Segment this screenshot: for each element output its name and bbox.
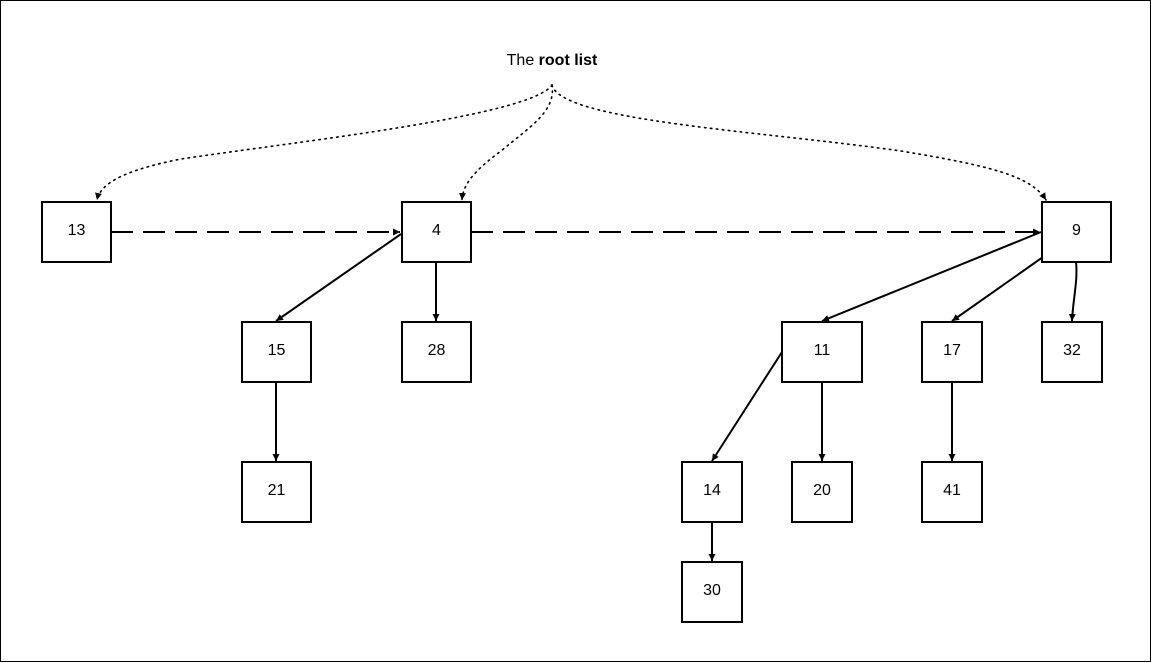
- node-20-label: 20: [813, 482, 831, 499]
- root-list-label: The root list: [507, 52, 598, 69]
- root-list-label-prefix: The: [507, 52, 539, 69]
- node-13: 13: [41, 201, 112, 263]
- root-list-label-bold: root list: [539, 52, 598, 69]
- node-4-label: 4: [432, 222, 441, 239]
- edge-4-15: [275, 233, 402, 322]
- node-28-label: 28: [428, 342, 446, 359]
- edge-11-14: [711, 351, 783, 462]
- node-41-label: 41: [943, 482, 961, 499]
- root-pointer-4: [459, 84, 554, 201]
- root-pointer-9: [551, 84, 1047, 201]
- node-11-label: 11: [814, 342, 831, 359]
- node-17-label: 17: [943, 342, 961, 359]
- node-30: 30: [681, 561, 743, 623]
- node-30-label: 30: [703, 582, 721, 599]
- node-9-label: 9: [1072, 222, 1081, 239]
- node-21-label: 21: [268, 482, 286, 499]
- node-20: 20: [791, 461, 853, 523]
- node-21: 21: [241, 461, 312, 523]
- node-32-label: 32: [1063, 342, 1081, 359]
- node-32: 32: [1041, 321, 1103, 383]
- edge-9-32: [1068, 261, 1078, 322]
- node-28: 28: [401, 321, 472, 383]
- node-13-label: 13: [68, 222, 86, 239]
- root-pointer-13: [95, 84, 553, 201]
- edge-9-17: [951, 256, 1044, 322]
- node-15-label: 15: [268, 342, 286, 359]
- node-14: 14: [681, 461, 743, 523]
- node-4: 4: [401, 201, 472, 263]
- node-15: 15: [241, 321, 312, 383]
- node-9: 9: [1041, 201, 1112, 263]
- node-17: 17: [921, 321, 983, 383]
- edge-9-11: [821, 231, 1042, 322]
- node-14-label: 14: [703, 482, 721, 499]
- node-11: 11: [781, 321, 863, 383]
- node-41: 41: [921, 461, 983, 523]
